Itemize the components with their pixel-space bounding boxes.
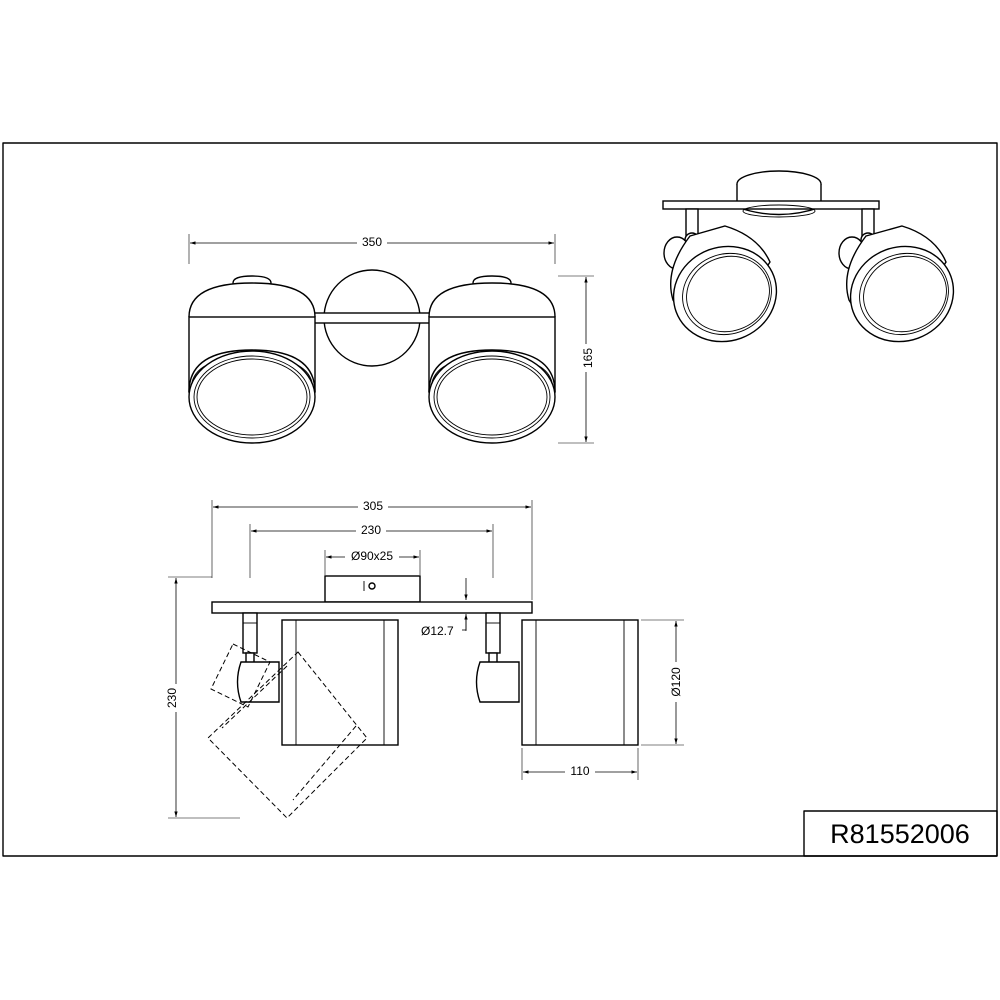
dim-label-350: 350 [362,235,382,249]
front-spot-right [475,612,639,746]
dim-shade-diameter: Ø120 [641,619,684,746]
product-code: R81552006 [830,819,970,849]
dim-label-165: 165 [581,348,595,368]
perspective-view [662,170,955,343]
dim-label-arm-diameter: Ø12.7 [421,624,454,638]
front-spot-left [207,612,399,819]
dim-label-shade-diameter: Ø120 [669,667,683,697]
top-view: 350 165 [188,234,596,444]
dim-label-305: 305 [363,499,383,513]
dim-label-230-height: 230 [165,688,179,708]
dim-shade-length: 110 [521,748,639,780]
perspective-spot-left [663,208,778,343]
mounting-bar [311,312,435,324]
spot-left [188,275,316,444]
spot-right [428,275,556,444]
dim-spacing-230: 230 [249,523,494,578]
dim-height-165: 165 [558,275,596,444]
front-bar [211,601,533,614]
dim-arm-diameter: Ø12.7 [421,578,468,638]
canopy-screw [368,582,376,590]
dim-label-230-spacing: 230 [361,523,381,537]
perspective-spot-right [838,208,955,343]
dim-label-110: 110 [570,764,589,778]
front-view: 305 230 Ø90x25 Ø12.7 [165,499,684,819]
dim-label-canopy: Ø90x25 [351,549,393,563]
dim-canopy: Ø90x25 [324,549,421,575]
tilted-spot-outline [207,643,368,819]
dim-bar-305: 305 [211,499,533,600]
drawing-frame [2,142,998,857]
dim-height-230: 230 [165,576,240,819]
dim-width-350: 350 [188,234,556,264]
title-block: R81552006 [803,810,998,857]
